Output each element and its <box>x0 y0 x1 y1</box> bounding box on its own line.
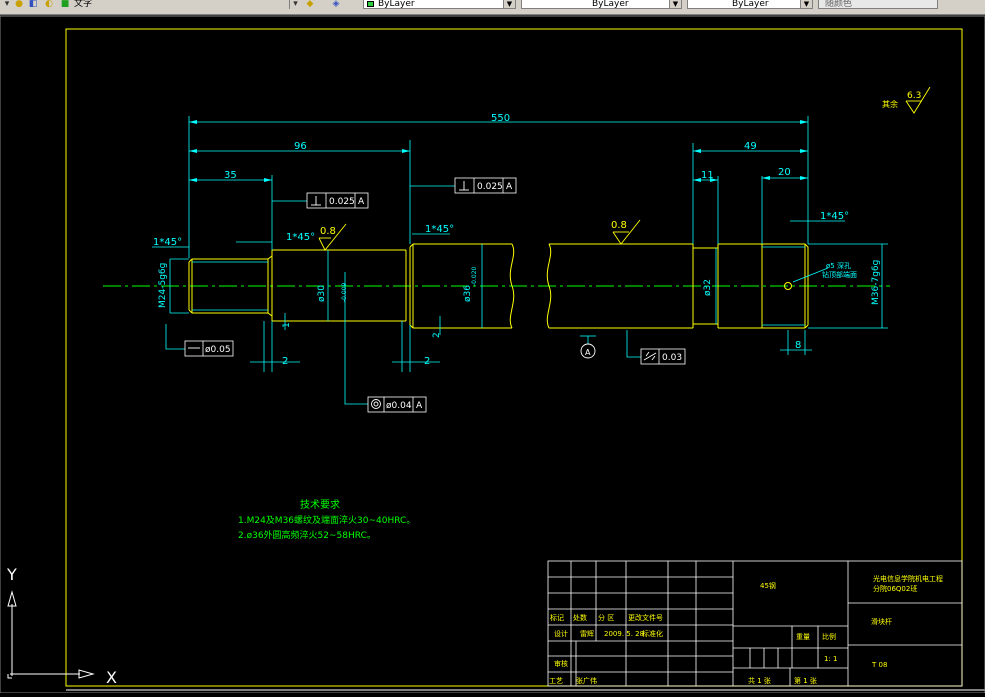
roughness-symbols <box>318 86 931 251</box>
plotstyle-combo[interactable]: 随颜色 <box>818 0 938 9</box>
dim-chamfer-3: 1*45° <box>425 224 454 235</box>
dim-total-length: 550 <box>491 113 510 124</box>
tb-col-mark: 标记 <box>550 613 564 622</box>
dim-dia-36: ø36 <box>463 285 473 302</box>
tb-craft-name: 张广伟 <box>576 676 597 685</box>
roughness-corner-label: 其余 <box>882 99 898 109</box>
dim-chamfer-1: 1*45° <box>153 237 182 248</box>
drawing-canvas[interactable]: 550 96 35 49 11 20 1*45° 1*45° 1*45° 1*4… <box>0 15 985 694</box>
notes-line-2: 2.ø36外圆高频淬火52~58HRC。 <box>238 529 376 541</box>
roughness-corner-value: 6.3 <box>907 91 921 101</box>
tol-perp-left-value: 0.025 <box>329 197 355 207</box>
color-swatch <box>367 1 374 7</box>
tb-col-doc: 更改文件号 <box>628 613 663 622</box>
tb-scale-label: 比例 <box>822 632 836 641</box>
tb-designer-name: 雷辉 <box>580 630 594 638</box>
layer-states-icon[interactable]: ◈ <box>332 0 340 9</box>
match-prop-icon[interactable]: ◐ <box>45 0 53 9</box>
tb-school-2: 分院06Q02班 <box>873 584 917 593</box>
tb-sheet-no: 第 1 张 <box>794 676 817 685</box>
tb-col-zone: 分 区 <box>598 613 614 622</box>
tol-perp-right-value: 0.025 <box>477 182 503 192</box>
tb-scale-value: 1: 1 <box>824 655 838 663</box>
dim-20: 20 <box>778 167 791 178</box>
dimension-lines <box>152 116 888 405</box>
linetype-combo[interactable]: ByLayer ▼ <box>521 0 682 9</box>
dim-35: 35 <box>224 170 237 181</box>
dim-49: 49 <box>744 141 757 152</box>
tb-designer-label: 设计 <box>554 629 568 638</box>
center-hole <box>784 282 792 290</box>
dim-gap-2a: 2 <box>282 356 288 367</box>
dim-dia-36-tol: -0.020 <box>471 266 478 286</box>
layer-previous-icon[interactable]: ◆ <box>306 0 314 9</box>
tb-standard-label: 标准化 <box>642 629 663 638</box>
title-block-grid <box>547 560 963 687</box>
tb-drawing-no: T 08 <box>871 661 887 669</box>
roughness-left: 0.8 <box>320 226 336 237</box>
shaft-outline <box>188 243 809 329</box>
tol-runout-value: 0.03 <box>662 353 682 363</box>
text-style-icon[interactable]: ● <box>15 0 23 9</box>
dim-gap-2c: 2 <box>432 332 442 338</box>
chevron-down-icon[interactable]: ▾ <box>4 0 10 9</box>
dim-11: 11 <box>701 170 714 181</box>
color-combo[interactable]: ByLayer ▼ <box>363 0 516 9</box>
tolerance-frames <box>184 177 686 413</box>
dim-thread-m36: M36-7g6g <box>871 260 881 305</box>
tb-review-label: 审核 <box>554 659 568 668</box>
tol-coaxial-value: ø0.04 <box>386 401 412 411</box>
ucs-icon <box>7 590 95 679</box>
tb-design-date: 2009. 5. 28 <box>604 630 644 638</box>
layer-on-icon[interactable]: ■ <box>60 0 70 9</box>
tb-part-name: 滑块杆 <box>871 617 892 626</box>
chevron-down-icon[interactable]: ▼ <box>669 0 681 8</box>
notes-title: 技术要求 <box>300 498 340 511</box>
lineweight-combo[interactable]: ByLayer ▼ <box>687 0 813 9</box>
dim-96: 96 <box>294 141 307 152</box>
dim-dia-30-tol: -0.009 <box>341 282 348 302</box>
text-style-value[interactable]: 文字 <box>74 0 93 9</box>
cad-drawing: 550 96 35 49 11 20 1*45° 1*45° 1*45° 1*4… <box>0 15 985 694</box>
copy-style-icon[interactable]: ◧ <box>28 0 38 9</box>
properties-toolbar: ▾ ● ◧ ◐ ■ 文字 ▾ ◆ ◈ ByLayer ▼ ByLayer ▼ B… <box>0 0 985 15</box>
dim-dia-32: ø32 <box>703 279 713 296</box>
dim-gap-1: 1 <box>282 322 292 328</box>
chevron-down-icon[interactable]: ▾ <box>289 0 301 9</box>
chevron-down-icon[interactable]: ▼ <box>503 0 515 8</box>
tb-material: 45钢 <box>760 581 776 590</box>
tol-coaxial-datum: A <box>416 401 423 411</box>
tol-perp-left-datum: A <box>358 197 365 207</box>
ucs-y-label: Y <box>6 565 17 584</box>
tb-col-count: 处数 <box>573 613 587 622</box>
tb-craft-label: 工艺 <box>549 677 563 685</box>
notes-line-1: 1.M24及M36螺纹及端面淬火30~40HRC。 <box>238 514 415 526</box>
tb-total-sheets: 共 1 张 <box>748 676 771 685</box>
hole-note-2: 钻顶部端面 <box>822 270 857 279</box>
dim-chamfer-2: 1*45° <box>286 232 315 243</box>
datum-a-label: A <box>585 348 591 357</box>
dim-gap-2b: 2 <box>424 356 430 367</box>
dim-chamfer-4: 1*45° <box>820 211 849 222</box>
tb-school-1: 光电信息学院机电工程 <box>873 574 943 583</box>
ucs-x-label: X <box>106 668 117 687</box>
hole-note-1: ø5 深孔 <box>826 261 851 270</box>
tol-straightness-value: ø0.05 <box>205 345 231 355</box>
dim-thread-m24: M24-5g6g <box>158 263 168 308</box>
dim-8: 8 <box>795 340 801 351</box>
dim-dia-30: ø30 <box>317 285 327 302</box>
tb-weight-label: 重量 <box>796 633 810 641</box>
roughness-mid: 0.8 <box>611 220 627 231</box>
inner-frame <box>65 28 963 687</box>
chevron-down-icon[interactable]: ▼ <box>800 0 812 8</box>
tol-perp-right-datum: A <box>506 182 513 192</box>
